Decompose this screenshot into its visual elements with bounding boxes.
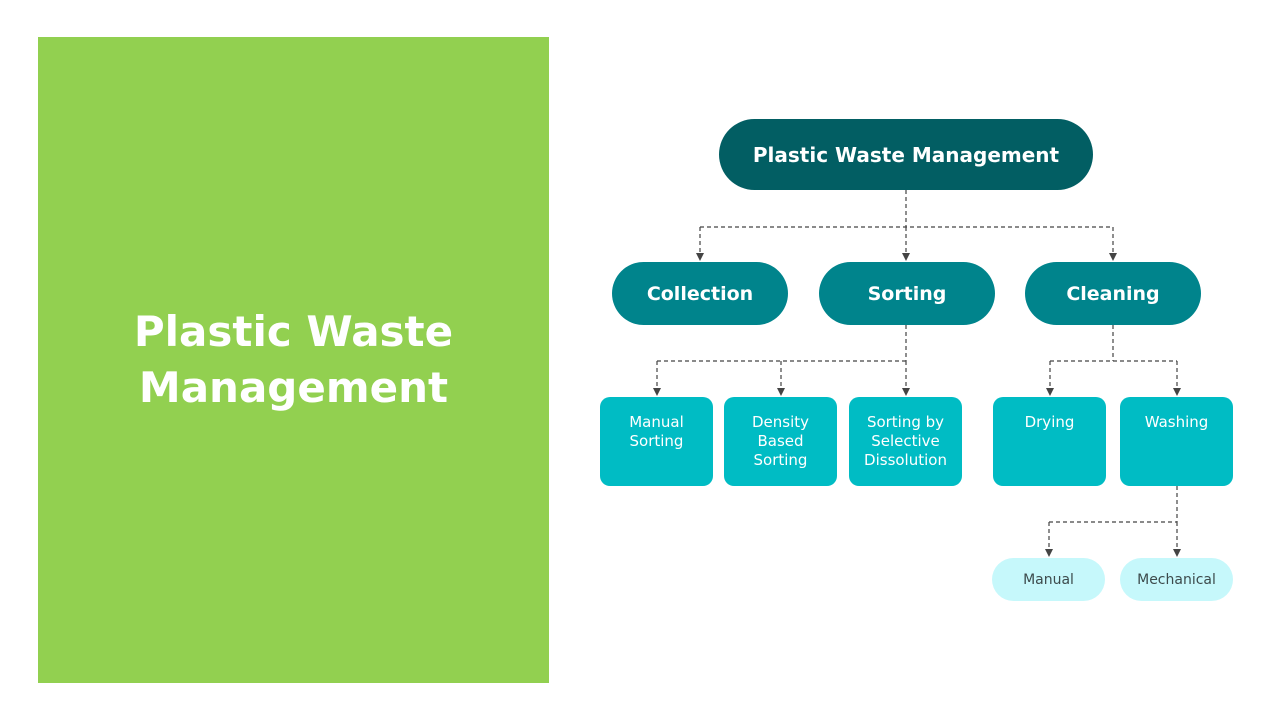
title-panel: Plastic Waste Management (38, 37, 549, 683)
node-collection: Collection (612, 262, 788, 325)
node-selective-dissolution: Sorting by Selective Dissolution (849, 397, 962, 486)
slide-title: Plastic Waste Management (133, 307, 454, 412)
node-selective-dissolution-label: Sorting by Selective Dissolution (864, 413, 947, 469)
node-cleaning: Cleaning (1025, 262, 1201, 325)
node-drying-label: Drying (1024, 413, 1075, 431)
node-manual-sorting: Manual Sorting (600, 397, 713, 486)
node-mechanical: Mechanical (1120, 558, 1233, 601)
node-density-based-sorting: Density Based Sorting (724, 397, 837, 486)
node-drying: Drying (993, 397, 1106, 486)
node-sorting: Sorting (819, 262, 995, 325)
node-manual: Manual (992, 558, 1105, 601)
node-density-based-sorting-label: Density Based Sorting (751, 413, 810, 469)
node-root: Plastic Waste Management (719, 119, 1093, 190)
node-washing: Washing (1120, 397, 1233, 486)
node-washing-label: Washing (1144, 413, 1209, 431)
node-manual-sorting-label: Manual Sorting (629, 413, 684, 450)
